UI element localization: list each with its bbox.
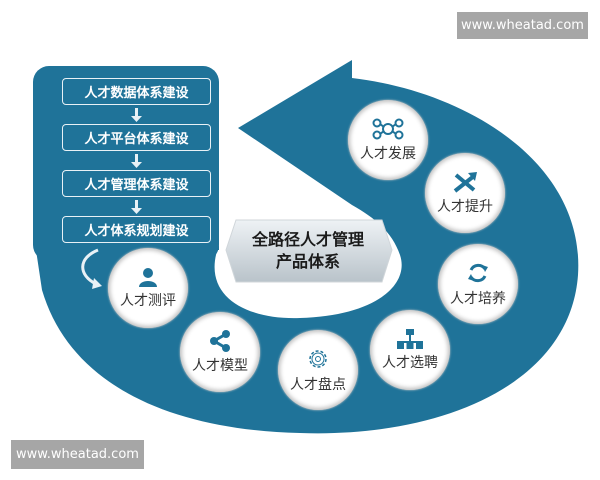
module-improvement: 人才提升: [425, 153, 505, 233]
step-planning-system: 人才体系规划建设: [62, 216, 211, 243]
watermark-bottom: www.wheatad.com: [11, 440, 144, 469]
module-development: 人才发展: [348, 100, 428, 180]
person-icon: [139, 267, 157, 287]
step-management-system: 人才管理体系建设: [62, 170, 211, 197]
step-platform-system: 人才平台体系建设: [62, 124, 211, 151]
module-label: 人才提升: [437, 198, 493, 215]
module-label: 人才选聘: [382, 354, 438, 371]
steps-panel: [33, 66, 219, 261]
step-data-system: 人才数据体系建设: [62, 78, 211, 105]
step-down-arrows: [131, 108, 142, 214]
center-title-line2: 产品体系: [275, 252, 340, 271]
share-icon: [210, 329, 230, 352]
org-chart-icon: [397, 328, 423, 349]
module-model: 人才模型: [180, 312, 260, 392]
module-label: 人才模型: [192, 357, 248, 374]
gear-icon: [309, 349, 327, 368]
crossing-arrows-icon: [453, 171, 477, 193]
module-label: 人才发展: [360, 145, 416, 162]
module-label: 人才盘点: [290, 376, 346, 393]
module-assessment: 人才测评: [108, 248, 188, 328]
center-label-banner: [225, 219, 393, 283]
refresh-icon: [468, 263, 488, 282]
module-training: 人才培养: [438, 244, 518, 324]
curved-arrow-icon: [81, 248, 99, 286]
module-label: 人才测评: [120, 292, 176, 309]
curved-arrow-head: [92, 278, 102, 289]
module-recruitment: 人才选聘: [370, 310, 450, 390]
center-title: 全路径人才管理 产品体系: [228, 222, 388, 280]
module-label: 人才培养: [450, 290, 506, 307]
network-icon: [372, 118, 404, 139]
watermark-top: www.wheatad.com: [457, 12, 588, 39]
center-title-line1: 全路径人才管理: [251, 230, 364, 249]
module-inventory: 人才盘点: [278, 330, 358, 410]
